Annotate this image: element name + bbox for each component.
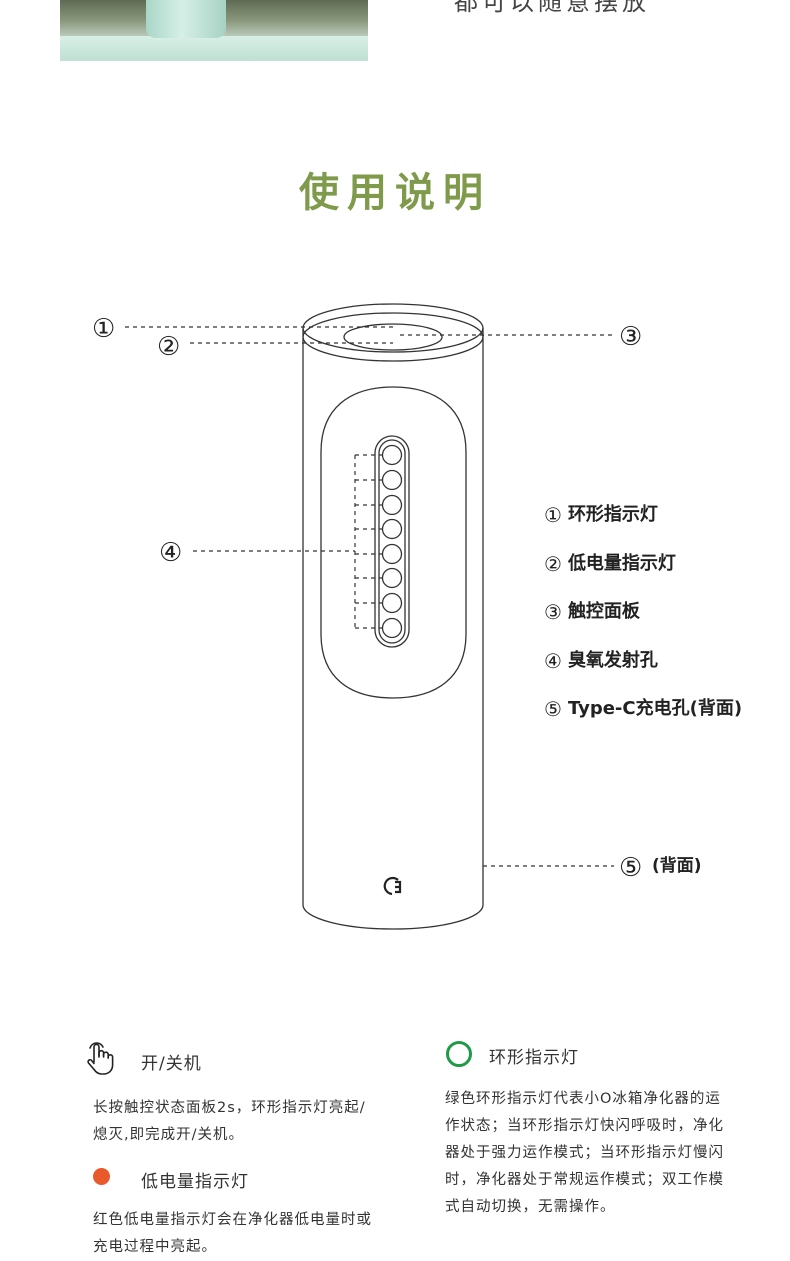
legend-label: 触控面板 xyxy=(567,601,640,622)
front-panel xyxy=(320,386,467,699)
legend-number: ② xyxy=(544,551,562,576)
power-heading: 开/关机 xyxy=(141,1054,202,1074)
legend-label: Type-C充电孔(背面) xyxy=(567,698,743,719)
legend-item: ③ 触控面板 xyxy=(544,597,742,646)
ring-light-text: 绿色环形指示灯代表小O冰箱净化器的运作状态；当环形指示灯快闪呼吸时，净化器处于强… xyxy=(445,1091,724,1215)
page-title: 使用说明 xyxy=(299,170,491,216)
legend-item: ⑤ Type-C充电孔(背面) xyxy=(544,694,742,743)
legend-number: ④ xyxy=(544,648,562,673)
legend-item: ② 低电量指示灯 xyxy=(544,549,742,598)
red-dot-icon xyxy=(93,1168,110,1185)
ozone-strip-inner xyxy=(378,439,406,644)
ring-light-heading: 环形指示灯 xyxy=(489,1048,579,1068)
product-photo xyxy=(60,0,368,61)
legend-number: ③ xyxy=(544,600,562,624)
green-ring-icon xyxy=(446,1041,472,1067)
hand-touch-icon xyxy=(87,1042,114,1075)
cylinder-top-inner xyxy=(302,312,484,362)
legend-item: ④ 臭氧发射孔 xyxy=(544,646,742,695)
legend-number: ① xyxy=(544,503,562,527)
legend-label: 臭氧发射孔 xyxy=(567,649,658,671)
callout-4: ④ xyxy=(159,538,182,568)
product-diagram: ① ② ③ ④ ⑤ (背面) xyxy=(92,303,702,930)
legend-label: 环形指示灯 xyxy=(567,504,658,525)
callout-3: ③ xyxy=(619,322,642,352)
type-c-icon xyxy=(383,877,402,896)
callout-5: ⑤ xyxy=(619,853,642,883)
power-text: 长按触控状态面板2s，环形指示灯亮起/熄灭,即完成开/关机。 xyxy=(93,1100,366,1143)
ozone-strip-outer xyxy=(374,435,410,648)
cylinder-body xyxy=(302,328,484,930)
photo-table-surface xyxy=(60,36,368,61)
top-caption: 都可以随意摆放 xyxy=(454,0,650,16)
low-battery-text: 红色低电量指示灯会在净化器低电量时或充电过程中亮起。 xyxy=(93,1212,372,1255)
legend-number: ⑤ xyxy=(544,697,562,721)
cylinder-top-rim xyxy=(302,303,484,353)
parts-legend: ① 环形指示灯 ② 低电量指示灯 ③ 触控面板 ④ 臭氧发射孔 ⑤ Type-C… xyxy=(544,500,742,743)
touch-panel xyxy=(343,323,443,351)
callout-5-note: (背面) xyxy=(652,855,702,876)
legend-label: 低电量指示灯 xyxy=(567,552,676,574)
low-battery-heading: 低电量指示灯 xyxy=(141,1172,249,1192)
callout-1: ① xyxy=(92,314,115,344)
legend-item: ① 环形指示灯 xyxy=(544,500,742,549)
photo-purifier xyxy=(146,0,226,38)
callout-2: ② xyxy=(157,332,180,362)
